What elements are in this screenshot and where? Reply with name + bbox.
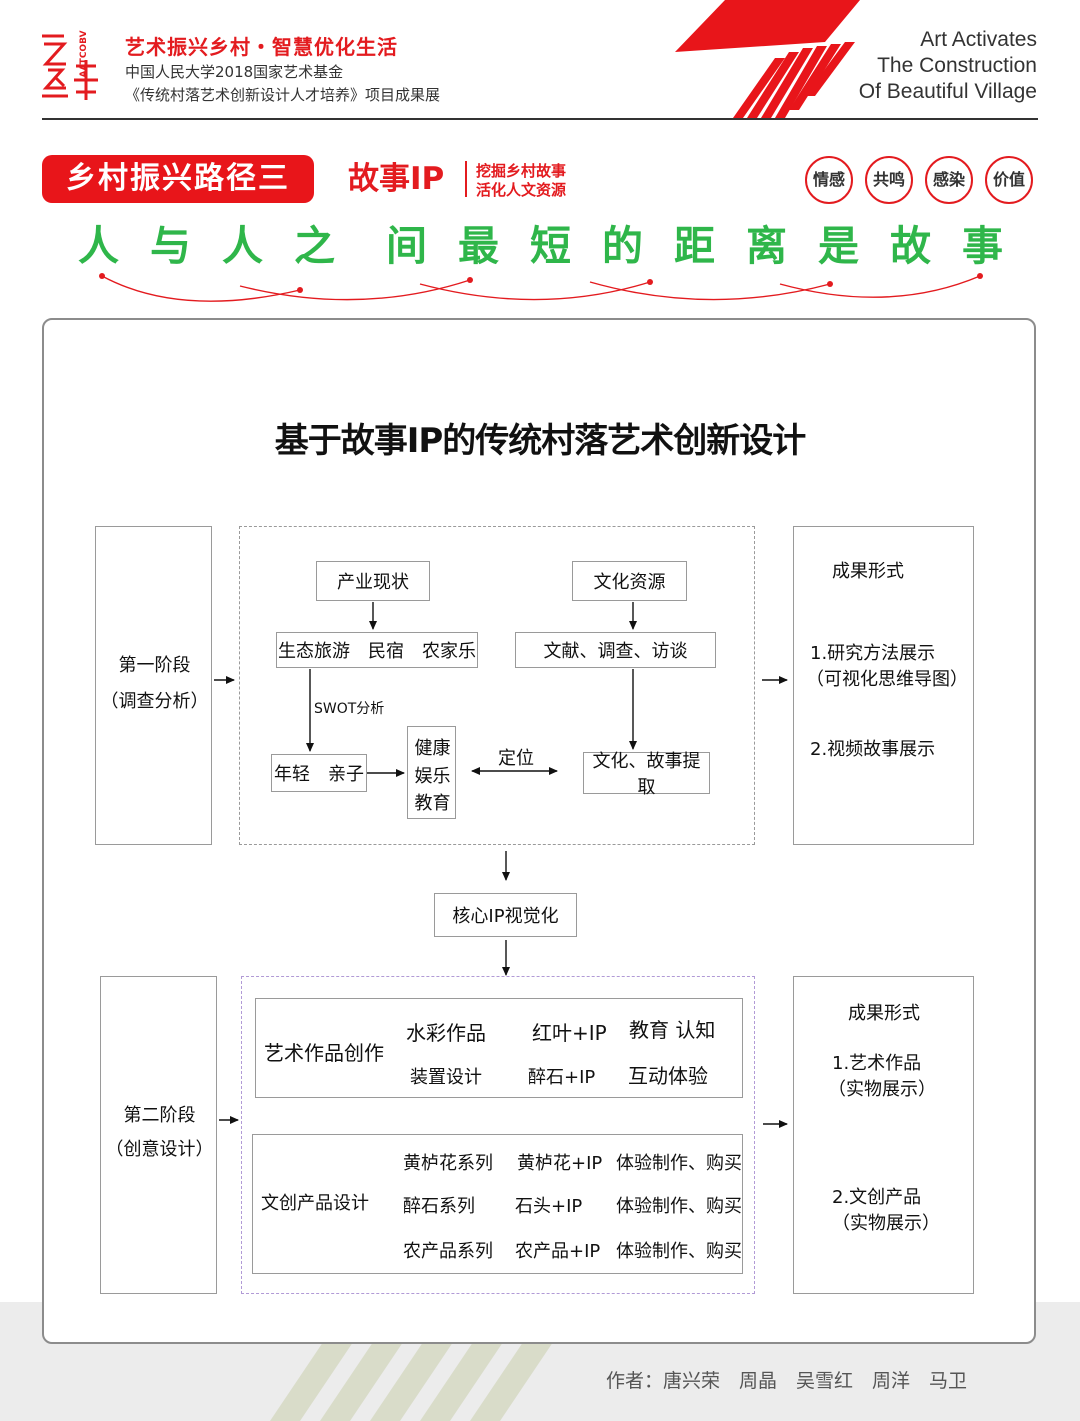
stage2-result-title: 成果形式 xyxy=(848,1003,920,1024)
header-subtitle-project: 《传统村落艺术创新设计人才培养》项目成果展 xyxy=(125,86,441,104)
product-cell: 体验制作、购买 xyxy=(616,1241,742,1262)
circle-emotion: 情感 xyxy=(805,156,853,204)
stage2-result-item: 2.文创产品 xyxy=(832,1187,922,1208)
product-cell: 醉石系列 xyxy=(403,1196,475,1217)
needs-box: 健康 娱乐 教育 xyxy=(407,726,456,819)
culture-resources-box: 文化资源 xyxy=(572,561,687,601)
product-cell: 农产品+IP xyxy=(515,1241,601,1262)
slogan-char: 与 xyxy=(150,222,191,270)
stage2-design-area xyxy=(241,976,755,1294)
stage1-box: 第一阶段 （调查分析） xyxy=(95,526,212,845)
story-divider xyxy=(465,161,467,197)
english-line-1: Art Activates xyxy=(920,28,1037,51)
story-line-1: 挖掘乡村故事 xyxy=(476,162,567,180)
art-item: 醉石+IP xyxy=(528,1067,596,1088)
stage1-name: 第一阶段 xyxy=(118,655,191,676)
stage2-result-box: 成果形式 1.艺术作品 （实物展示） 2.文创产品 （实物展示） xyxy=(793,976,974,1294)
circle-value: 价值 xyxy=(985,156,1033,204)
authors: 作者：唐兴荣 周晶 吴雪红 周洋 马卫 xyxy=(606,1370,968,1392)
need-health: 健康 xyxy=(414,738,451,759)
diagram-title: 基于故事IP的传统村落艺术创新设计 xyxy=(274,421,807,461)
slogan-char: 短 xyxy=(530,222,571,270)
art-item: 教育 认知 xyxy=(629,1018,716,1042)
story-line-2: 活化人文资源 xyxy=(476,181,567,199)
slogan-char: 离 xyxy=(746,222,787,270)
header-divider xyxy=(42,118,1038,120)
art-item: 装置设计 xyxy=(410,1067,482,1088)
stage1-sub: （调查分析） xyxy=(100,691,209,712)
positioning-label: 定位 xyxy=(498,748,534,769)
product-cell: 体验制作、购买 xyxy=(616,1153,742,1174)
stage2-result-item: （实物展示） xyxy=(832,1213,940,1234)
slogan-char: 故 xyxy=(890,222,931,270)
stage2-name: 第二阶段 xyxy=(123,1105,196,1126)
logo-text: AATCOBV xyxy=(79,30,89,77)
art-works-label: 艺术作品创作 xyxy=(264,1041,384,1065)
slogan-char: 最 xyxy=(458,222,499,270)
header-english: Art Activates The Construction Of Beauti… xyxy=(859,27,1037,105)
header-subtitle-fund: 中国人民大学2018国家艺术基金 xyxy=(125,63,344,81)
stage1-result-item: 1.研究方法展示 xyxy=(810,643,936,664)
product-cell: 农产品系列 xyxy=(403,1241,493,1262)
slogan-char: 人 xyxy=(78,222,119,270)
circle-resonance: 共鸣 xyxy=(865,156,913,204)
stage2-result-item: （实物展示） xyxy=(828,1079,936,1100)
industry-items-box: 生态旅游 民宿 农家乐 xyxy=(276,632,478,668)
slogan-char: 是 xyxy=(818,222,859,270)
stage1-analysis-area xyxy=(239,526,755,845)
stage1-result-item: （可视化思维导图） xyxy=(806,669,968,690)
swot-label: SWOT分析 xyxy=(314,701,385,717)
art-item: 红叶+IP xyxy=(532,1021,607,1045)
stage1-result-title: 成果形式 xyxy=(832,561,904,582)
stage1-result-item: 2.视频故事展示 xyxy=(810,739,936,760)
slogan-char: 事 xyxy=(962,222,1003,270)
product-cell: 黄栌花系列 xyxy=(403,1153,493,1174)
slogan-char: 之 xyxy=(294,222,335,270)
cultural-products-label: 文创产品设计 xyxy=(261,1193,369,1214)
english-line-3: Of Beautiful Village xyxy=(858,80,1037,103)
art-works-box: 艺术作品创作 水彩作品 红叶+IP 教育 认知 装置设计 醉石+IP 互动体验 xyxy=(255,998,743,1098)
culture-methods-box: 文献、调查、访谈 xyxy=(515,632,716,668)
slogan-char: 的 xyxy=(602,222,643,270)
art-item: 互动体验 xyxy=(628,1064,708,1088)
logo: AATCOBV xyxy=(38,30,102,102)
cultural-products-box: 文创产品设计 黄栌花系列 黄栌花+IP 体验制作、购买 醉石系列 石头+IP 体… xyxy=(252,1134,743,1274)
audience-box: 年轻 亲子 xyxy=(271,754,367,792)
circle-infect: 感染 xyxy=(925,156,973,204)
stage2-sub: （创意设计） xyxy=(105,1139,214,1160)
english-line-2: The Construction xyxy=(877,54,1037,77)
core-ip-box: 核心IP视觉化 xyxy=(434,893,577,937)
story-ip-heading: 故事IP xyxy=(348,161,445,197)
culture-extract-box: 文化、故事提取 xyxy=(583,751,710,798)
slogan-wave-decoration xyxy=(99,273,983,302)
product-cell: 体验制作、购买 xyxy=(616,1196,742,1217)
product-cell: 黄栌花+IP xyxy=(517,1153,603,1174)
header-red-stripes xyxy=(675,0,860,118)
need-entertainment: 娱乐 xyxy=(414,766,451,787)
stage2-box: 第二阶段 （创意设计） xyxy=(100,976,217,1294)
stage1-result-box: 成果形式 1.研究方法展示 （可视化思维导图） 2.视频故事展示 xyxy=(793,526,974,845)
slogan-char: 人 xyxy=(222,222,263,270)
need-education: 教育 xyxy=(414,793,451,814)
art-item: 水彩作品 xyxy=(406,1021,486,1045)
product-cell: 石头+IP xyxy=(515,1196,583,1217)
stage2-result-item: 1.艺术作品 xyxy=(832,1053,922,1074)
route-badge: 乡村振兴路径三 xyxy=(42,155,314,203)
header-title: 艺术振兴乡村・智慧优化生活 xyxy=(125,35,398,59)
industry-status-box: 产业现状 xyxy=(316,561,430,601)
slogan-char: 距 xyxy=(674,222,715,270)
slogan-char: 间 xyxy=(386,222,427,270)
